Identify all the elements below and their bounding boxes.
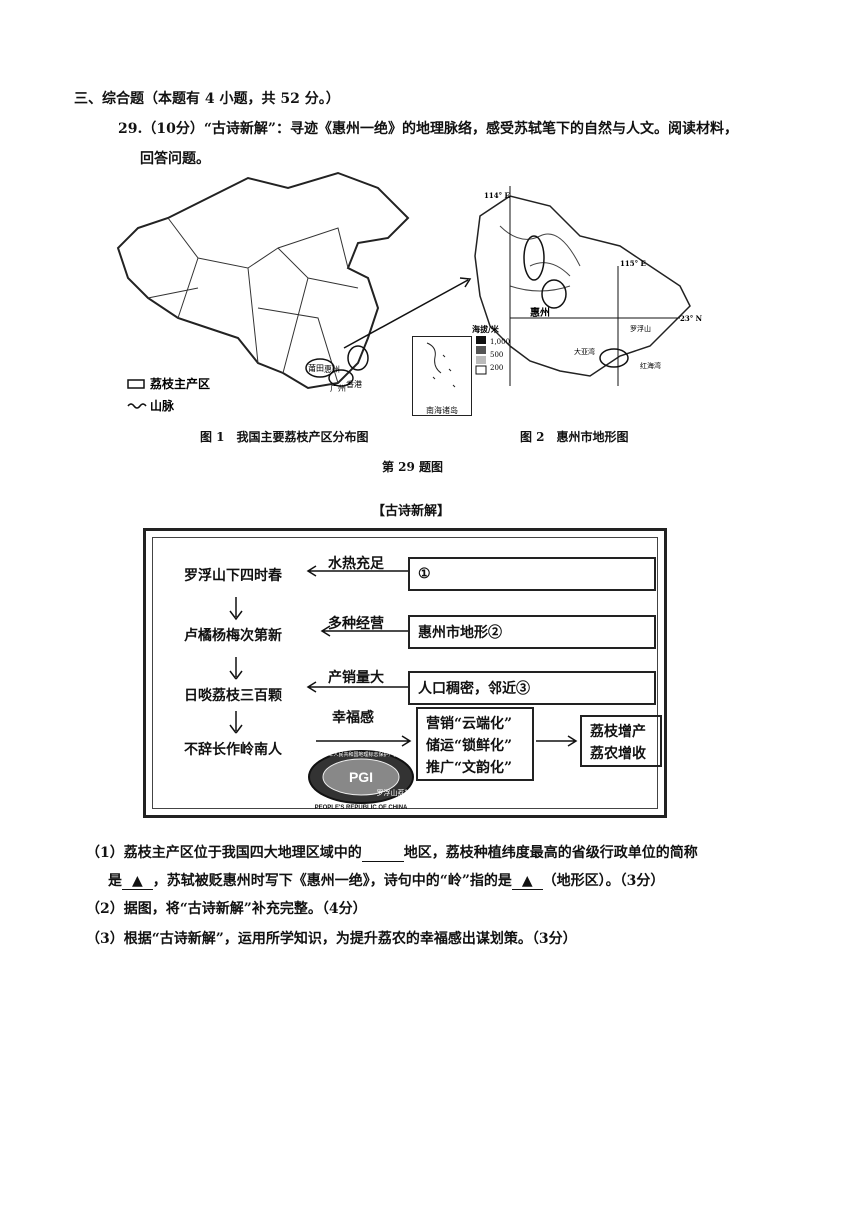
answer-blank-landform[interactable]: ▲: [511, 873, 543, 890]
map2-label-huizhou: 惠州: [530, 306, 550, 319]
question-stem-cont: 回答问题。: [140, 151, 210, 167]
figure2-huizhou-map: 114° E 115° E 23° N 惠州 罗浮山 大亚湾 红海湾 海拔/米 …: [472, 186, 702, 386]
map2-label-luofu: 罗浮山: [630, 324, 651, 333]
result-line-1: 荔枝增产: [590, 724, 646, 740]
marketing-line-3: 推广“文韵化”: [426, 760, 513, 776]
fill-box-1: ①: [408, 557, 656, 591]
figure1-caption: 图 1 我国主要荔枝产区分布图: [200, 430, 369, 444]
fill-box-3-text: 人口稠密，邻近③: [418, 681, 530, 697]
subq-3: （3）根据“古诗新解”，运用所学知识，为提升荔农的幸福感出谋划策。（3分）: [86, 931, 577, 947]
figure1-china-map: 莆田 惠州 广州 香港 荔枝主产区 山脉: [116, 171, 472, 413]
elev-swatch-2: [476, 346, 486, 354]
fill-box-3: 人口稠密，邻近③: [408, 671, 656, 705]
inset-label: 南海诸岛: [426, 406, 458, 415]
map2-label-honghaiwan: 红海湾: [640, 361, 661, 370]
map-label-huizhou: 惠州: [324, 364, 340, 374]
lon-114: 114° E: [484, 191, 510, 200]
map-label-hk: 香港: [346, 379, 362, 389]
question-stem: 29.（10分）“古诗新解”：寻迹《惠州一绝》的地理脉络，感受苏轼笔下的自然与人…: [118, 121, 738, 137]
poem-line-2: 卢橘杨梅次第新: [184, 628, 282, 644]
marketing-box: 营销“云端化” 储运“锁鲜化” 推广“文韵化”: [416, 707, 534, 781]
map-label-guangzhou: 广州: [330, 383, 346, 393]
result-box: 荔枝增产 荔农增收: [580, 715, 662, 767]
figure-title: 第 29 题图: [382, 460, 444, 474]
map2-label-dayawan: 大亚湾: [574, 347, 595, 356]
poem-frame: 罗浮山下四时春 卢橘杨梅次第新 日啖荔枝三百颗 不辞长作岭南人 水热充足 多种经…: [143, 528, 667, 818]
fill-box-1-text: ①: [418, 566, 431, 582]
frame-title: 【古诗新解】: [372, 504, 451, 519]
arrow-label-4: 幸福感: [332, 710, 374, 726]
figure2-caption: 图 2 惠州市地形图: [520, 430, 629, 444]
poem-frame-inner: [152, 537, 658, 809]
elev-1000: 1,000: [490, 338, 510, 346]
subq-1-line2-c: （地形区）。（3分）: [542, 873, 665, 889]
elev-swatch-1: [476, 336, 486, 344]
frame-arrows: [229, 565, 578, 747]
elev-legend-title: 海拔/米: [472, 324, 500, 334]
marketing-line-2: 储运“锁鲜化”: [426, 738, 513, 754]
subq-1-line-1: （1）荔枝主产区位于我国四大地理区域中的 地区，荔枝种植纬度最高的省级行政单位的简…: [86, 842, 698, 862]
elev-200: 200: [490, 364, 503, 372]
elev-swatch-3: [476, 356, 486, 364]
elev-swatch-4: [475, 365, 487, 375]
pgi-seal-top: 中华人民共和国地理标志保护产品: [323, 751, 398, 758]
fill-box-2: 惠州市地形②: [408, 615, 656, 649]
subq-1-part1: （1）荔枝主产区位于我国四大地理区域中的: [86, 845, 362, 861]
lat-23: 23° N: [680, 314, 702, 323]
pgi-seal-logo: PGI 中华人民共和国地理标志保护产品 罗浮山荔枝 PEOPLE'S REPUB…: [308, 750, 414, 811]
arrow-label-1: 水热充足: [328, 556, 384, 572]
poem-line-4: 不辞长作岭南人: [184, 742, 282, 758]
legend-area-swatch: [127, 379, 145, 389]
answer-blank-province[interactable]: ▲: [122, 873, 153, 890]
lon-115: 115° E: [620, 259, 646, 268]
subq-1-part2: 地区，荔枝种植纬度最高的省级行政单位的简称: [403, 845, 698, 861]
arrow-label-2: 多种经营: [328, 616, 384, 632]
elev-500: 500: [490, 351, 503, 359]
pgi-seal-name: 罗浮山荔枝: [377, 788, 412, 797]
subq-1-line2-a: 是: [108, 873, 122, 889]
fill-box-2-text: 惠州市地形②: [418, 625, 502, 641]
subq-2: （2）据图，将“古诗新解”补充完整。（4分）: [86, 901, 367, 917]
map-label-putian: 莆田: [308, 363, 324, 373]
answer-blank-region[interactable]: [361, 847, 404, 862]
marketing-line-1: 营销“云端化”: [426, 716, 513, 732]
arrow-label-3: 产销量大: [328, 670, 384, 686]
subq-1-line2-b: ，苏轼被贬惠州时写下《惠州一绝》，诗句中的“岭”指的是: [152, 873, 512, 889]
section-title: 三、综合题（本题有 4 小题，共 52 分。）: [74, 91, 340, 107]
subq-1-line-2: 是▲，苏轼被贬惠州时写下《惠州一绝》，诗句中的“岭”指的是▲（地形区）。（3分）: [108, 870, 664, 890]
legend-area-label: 荔枝主产区: [149, 376, 210, 391]
pgi-seal-center: PGI: [349, 769, 373, 785]
legend-mountain-label: 山脉: [150, 398, 175, 413]
pgi-seal-bottom: PEOPLE'S REPUBLIC OF CHINA: [315, 805, 408, 811]
legend-mountain-swatch: [127, 403, 147, 409]
poem-line-1: 罗浮山下四时春: [184, 568, 282, 584]
result-line-2: 荔农增收: [590, 746, 646, 762]
inset-south-china-sea: 南海诸岛: [412, 336, 472, 416]
poem-line-3: 日啖荔枝三百颗: [184, 688, 282, 704]
